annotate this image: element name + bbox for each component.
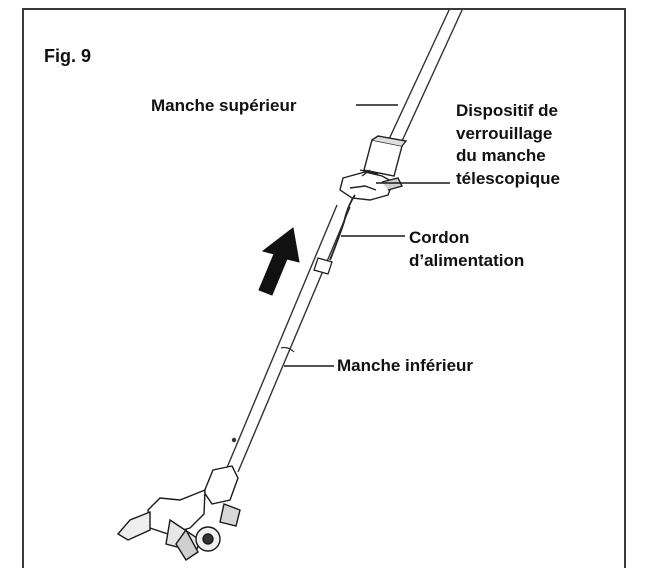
label-lock-device-line: verrouillage (456, 123, 553, 143)
label-power-cord-line: d’alimentation (409, 251, 525, 270)
motor-head (116, 465, 241, 561)
leader-lines (284, 104, 450, 367)
upper-pole (383, 7, 464, 153)
upward-arrow-icon (258, 227, 300, 296)
label-power-cord-line: Cordon (409, 228, 470, 247)
label-upper-handle: Manche supérieur (151, 96, 297, 115)
power-cord (329, 194, 356, 261)
figure-title: Fig. 9 (44, 46, 92, 66)
lower-pole (225, 204, 351, 473)
label-lock-device: Dispositif de verrouillage du manche tél… (456, 100, 560, 190)
label-power-cord: Cordon d’alimentation (409, 226, 524, 272)
label-lock-device-line: du manche (456, 146, 546, 165)
lock-device (339, 135, 408, 201)
label-lower-handle: Manche inférieur (337, 356, 474, 375)
figure-frame (22, 8, 626, 568)
label-lock-device-line: Dispositif de (456, 101, 559, 120)
label-lock-device-line: télescopique (456, 168, 560, 188)
